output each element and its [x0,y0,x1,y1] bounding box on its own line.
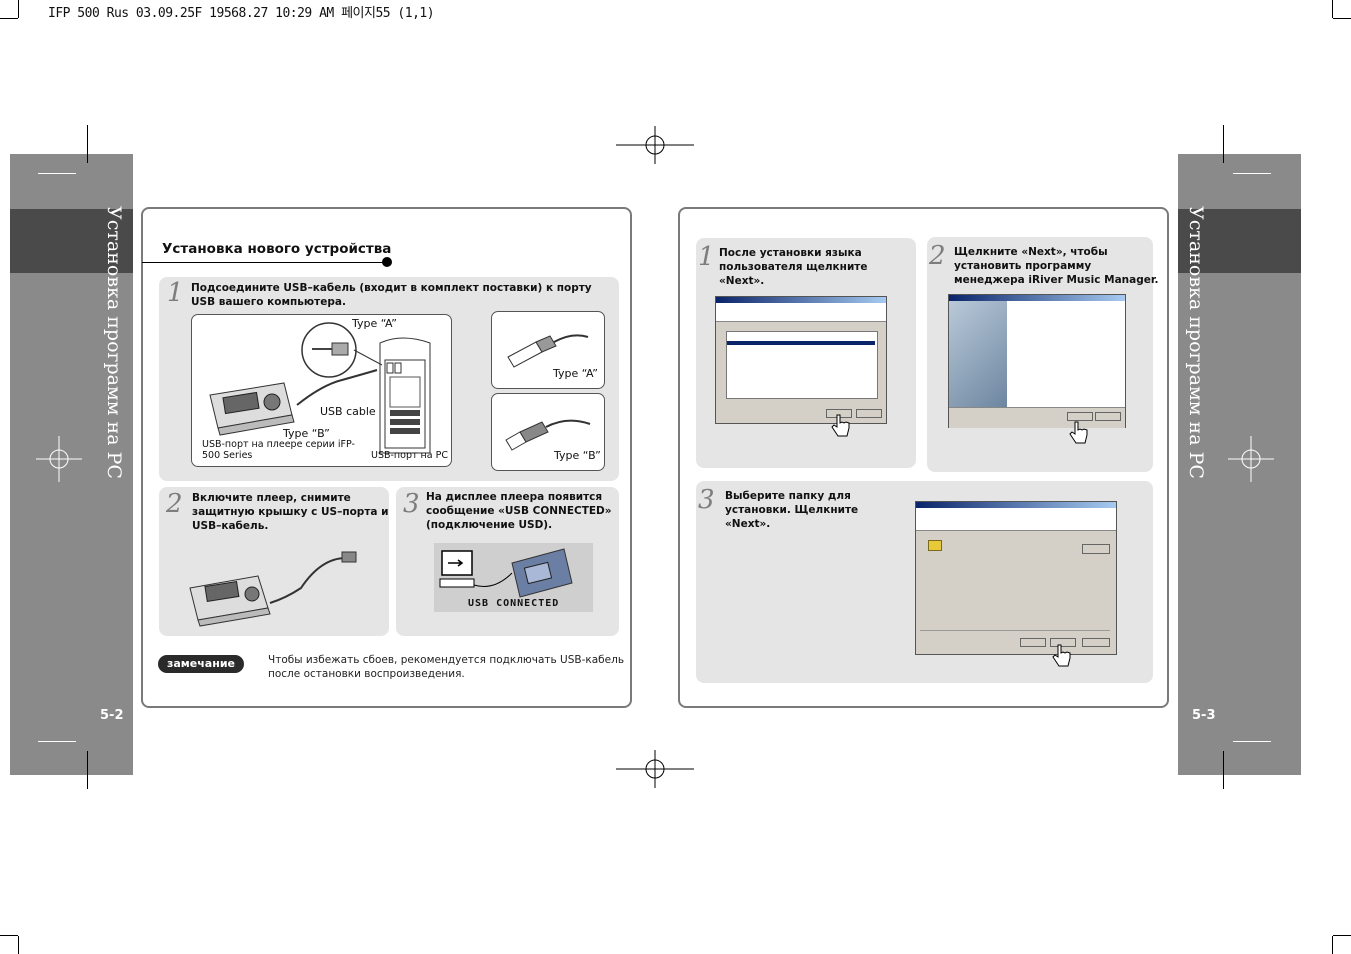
right-step2-line3: менеджера iRiver Music Manager. [954,274,1159,286]
language-setup-window-screenshot [715,296,887,424]
right-step3-line2: установки. Щелкните [725,504,859,516]
heading-rule [142,262,386,263]
step2-line1: Включите плеер, снимите [192,492,351,504]
page-number-left: 5-2 [100,708,124,723]
crop-mark [1333,935,1351,936]
page-title: Установка нового устройства [162,241,392,257]
crop-mark [18,0,19,18]
player-to-pc-diagram [209,322,431,454]
heading-bullet [382,257,392,267]
right-sidebar-band [1178,209,1301,273]
step-number: 3 [403,489,420,519]
right-sidebar-title: Установка программ на PC [1185,206,1207,479]
hand-cursor-icon [1069,421,1088,444]
label-pc-port: USB-порт на PC [371,450,448,461]
crop-mark [0,18,18,19]
step2-line3: USB–кабель. [192,520,269,532]
reg-line [87,125,88,163]
reg-line [38,173,76,174]
crop-mark [1332,0,1333,18]
right-step1-line1: После установки языка [719,247,862,259]
reg-line [1233,173,1271,174]
right-step2-line1: Щелкните «Next», чтобы [954,246,1108,258]
print-header: IFP 500 Rus 03.09.25F 19568.27 10:29 AM … [48,6,435,21]
right-step2-line2: установить программу [954,260,1092,272]
player-with-cable-illustration [189,551,357,627]
usb-connection-illustration [191,314,452,467]
crop-mark [1332,936,1333,954]
reg-line [38,741,76,742]
left-sidebar-title: Установка программ на PC [103,206,125,479]
label-type-a: Type “A” [352,317,397,330]
reg-line [1223,125,1224,163]
hand-cursor-icon [831,414,850,437]
right-step1-line3: «Next». [719,275,765,287]
crop-mark [0,935,18,936]
note-line1: Чтобы избежать сбоев, рекомендуется подк… [268,654,625,666]
usb-plug-b-icon [505,419,591,451]
reg-line [87,751,88,789]
right-step3-line1: Выберите папку для [725,490,851,502]
reg-line [1233,741,1271,742]
step-number: 2 [166,489,183,519]
usb-connected-illustration: USB CONNECTED [434,543,593,612]
registration-crosshair-icon [1228,436,1274,482]
reg-line [1223,751,1224,789]
right-step1-line2: пользователя щелкните [719,261,868,273]
crop-mark [18,936,19,954]
usb-plug-a-icon [507,334,589,368]
plug-type-a-illustration [491,311,605,389]
label-plug-type-b: Type “B” [554,449,601,462]
note-line2: после остановки воспроизведения. [268,668,465,680]
pc-to-player-icon [439,548,573,598]
step1-text-line1: Подсоедините USB–кабель (входит в компле… [191,282,592,294]
left-sidebar-band [10,209,133,273]
hand-cursor-icon [1052,644,1071,667]
step1-text-line2: USB вашего компьютера. [191,296,346,308]
step2-line2: защитную крышку с US–порта и [192,506,389,518]
label-player-port-line2: 500 Series [202,450,253,461]
destination-location-window-screenshot [915,501,1117,655]
label-plug-type-a: Type “A” [553,367,598,380]
crop-mark [1333,18,1351,19]
step-number: 3 [698,485,715,515]
plug-type-b-illustration [491,393,605,471]
label-usb-cable: USB cable [320,405,376,418]
lcd-message: USB CONNECTED [468,598,560,609]
installshield-welcome-window-screenshot [948,294,1126,428]
right-step3-line3: «Next». [725,518,771,530]
registration-crosshair-icon [616,126,694,164]
registration-crosshair-icon [616,750,694,788]
step3-line1: На дисплее плеера появится [426,491,603,503]
registration-crosshair-icon [36,436,82,482]
page-number-right: 5-3 [1192,708,1216,723]
step-number: 2 [929,241,946,271]
label-player-port-line1: USB-порт на плеере серии iFP- [202,439,355,450]
step-number: 1 [698,242,715,272]
step-number: 1 [167,278,184,308]
note-badge: замечание [158,655,244,673]
step3-line2: сообщение «USB CONNECTED» [426,505,612,517]
label-type-b: Type “B” [283,427,330,440]
step3-line3: (подключение USD). [426,519,553,531]
